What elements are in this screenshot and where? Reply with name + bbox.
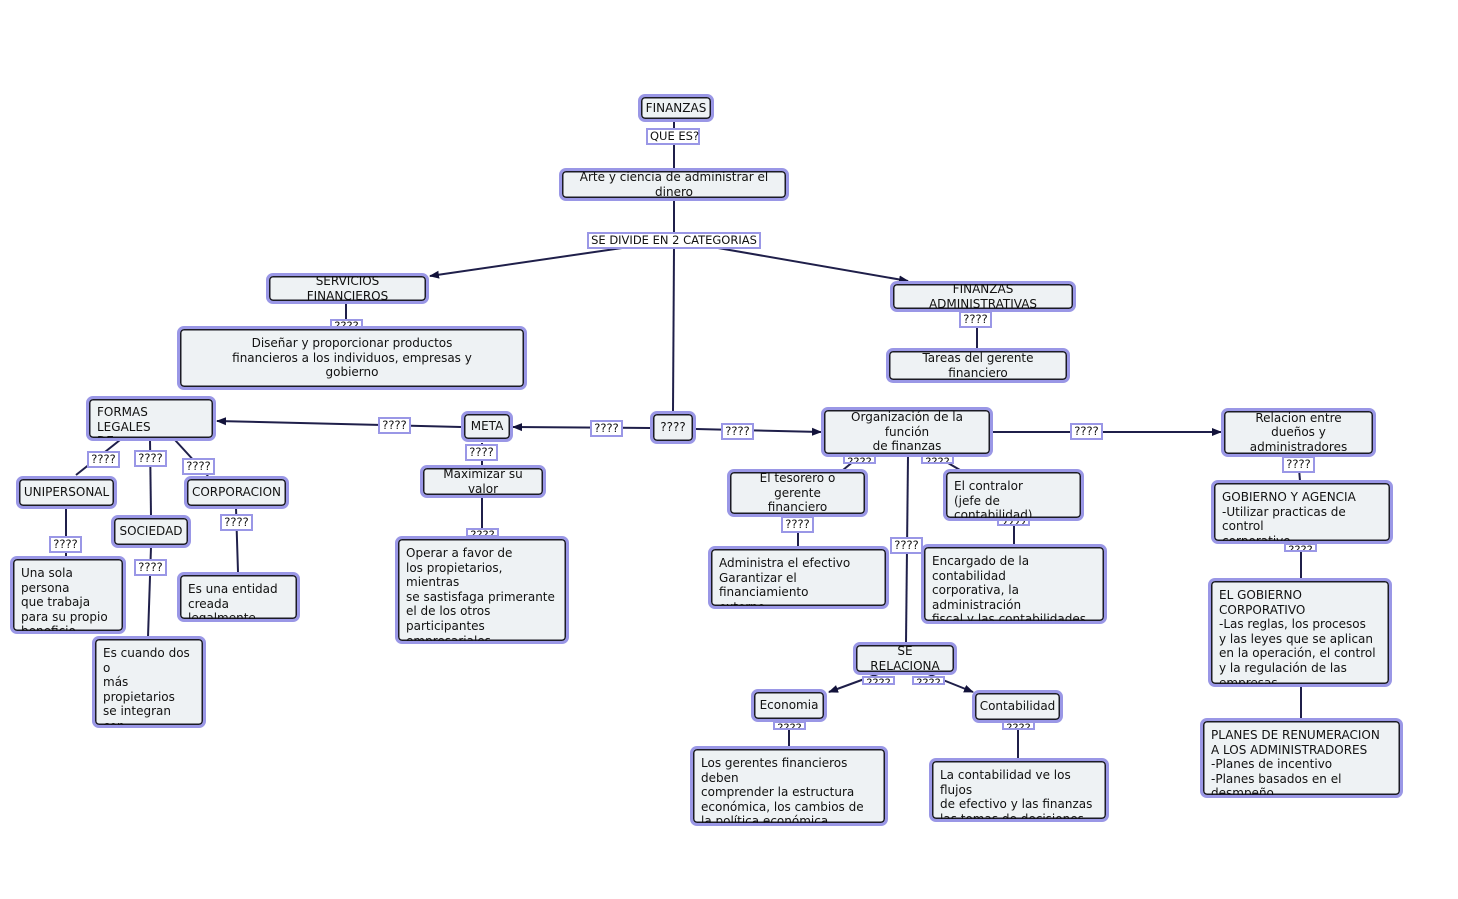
label-meta-formas: ???? [378,417,411,434]
edge-meta-formas [216,417,462,428]
node-organizacion-funcion[interactable]: Organización de la función de finanzas [821,407,993,457]
label-formas-unipersonal: ???? [87,451,120,468]
label-corporacion-entidad: ???? [220,514,253,531]
node-unipersonal[interactable]: UNIPERSONAL [16,476,117,509]
edge-divide-center [672,247,675,412]
node-contabilidad[interactable]: Contabilidad [972,690,1063,723]
node-economia[interactable]: Economia [751,689,827,722]
edge-center-organizacion [695,427,822,436]
node-una-sola-persona[interactable]: Una sola persona que trabaja para su pro… [10,556,126,634]
label-unipersonal-unasola: ???? [49,536,82,553]
label-center-meta: ???? [590,420,623,437]
edge-divide-servicios [429,247,623,279]
node-gerentes-financieros[interactable]: Los gerentes financieros deben comprende… [690,746,888,826]
edge-divide-finadmin [717,247,909,284]
label-finadmin-tareas: ???? [959,311,992,328]
node-maximizar-valor[interactable]: Maximizar su valor [420,465,546,498]
label-serelaciona-contabilidad: ???? [912,676,945,685]
node-se-relaciona[interactable]: SE RELACIONA [853,642,957,675]
node-gobierno-corporativo[interactable]: EL GOBIERNO CORPORATIVO -Las reglas, los… [1208,578,1392,687]
node-tareas-gerente[interactable]: Tareas del gerente financiero [886,348,1070,383]
label-que-es: QUE ES? [646,128,700,145]
label-se-divide: SE DIVIDE EN 2 CATEGORIAS [587,232,761,249]
label-economia-gerentes: ???? [773,721,806,730]
node-sociedad[interactable]: SOCIEDAD [111,515,191,548]
node-center-unknown[interactable]: ???? [650,411,696,444]
label-meta-maximizar: ???? [465,444,498,461]
node-finanzas-administrativas[interactable]: FINANZAS ADMINISTRATIVAS [890,281,1076,312]
node-administra-efectivo[interactable]: Administra el efectivo Garantizar el fin… [708,546,889,609]
node-finanzas[interactable]: FINANZAS [638,94,714,122]
node-operar-a-favor[interactable]: Operar a favor de los propietarios, mien… [395,536,569,644]
node-disenar-productos[interactable]: Diseñar y proporcionar productos financi… [177,326,527,390]
edge-center-meta [512,423,651,432]
node-es-entidad[interactable]: Es una entidad creada legalmente [177,572,300,622]
label-org-serelaciona: ???? [890,537,923,554]
node-tesorero[interactable]: El tesorero o gerente financiero [727,469,868,517]
label-formas-corporacion: ???? [182,458,215,475]
node-corporacion[interactable]: CORPORACION [184,476,289,509]
node-gobierno-agencia[interactable]: GOBIERNO Y AGENCIA -Utilizar practicas d… [1211,480,1393,544]
node-encargado-contabilidad[interactable]: Encargado de la contabilidad corporativa… [921,544,1107,624]
label-organizacion-relacion: ???? [1070,423,1103,440]
node-la-contabilidad[interactable]: La contabilidad ve los flujos de efectiv… [929,758,1109,822]
label-formas-sociedad: ???? [134,450,167,467]
label-relacion-gobagencia: ???? [1282,456,1315,473]
node-arte-ciencia[interactable]: Arte y ciencia de administrar el dinero [559,168,789,201]
node-meta[interactable]: META [461,411,513,442]
node-contralor[interactable]: El contralor (jefe de contabilidad) [943,469,1084,521]
label-serelaciona-economia: ???? [862,676,895,685]
label-sociedad-escuando: ???? [134,559,167,576]
node-formas-legales[interactable]: FORMAS LEGALES DE ORGANIZACION [86,396,216,441]
node-es-cuando[interactable]: Es cuando dos o más propietarios se inte… [92,636,206,728]
label-gobagencia-gobcorp: ???? [1284,543,1317,552]
label-tesorero-administra: ???? [781,516,814,533]
node-relacion-duenos[interactable]: Relacion entre dueños y administradores [1221,408,1376,457]
node-planes-renumeracion[interactable]: PLANES DE RENUMERACION A LOS ADMINISTRAD… [1200,718,1403,798]
node-servicios-financieros[interactable]: SERVICIOS FINANCIEROS [266,273,429,304]
label-center-organizacion: ???? [721,423,754,440]
